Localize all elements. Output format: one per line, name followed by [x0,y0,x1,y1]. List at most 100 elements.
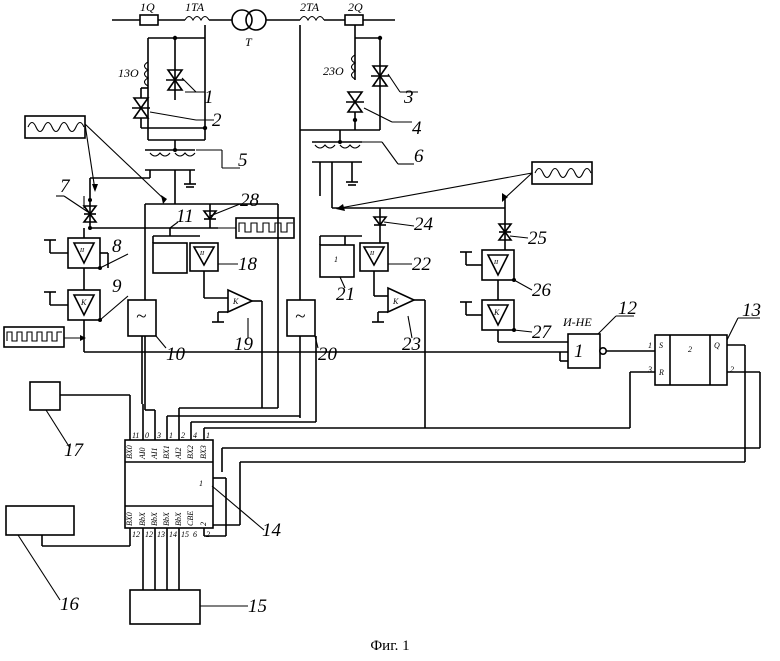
svg-text:BbX: BbX [150,511,159,526]
ref-28: 28 [240,190,260,211]
waveform-pulse-upper-icon [218,217,295,239]
block-17 [29,381,61,411]
power-line: 1Q 1TA T 2TA 2Q [112,0,395,49]
isolation-transformer-5 [90,140,222,204]
breaker-2q [344,14,364,26]
right-ct-secondary: 23O [299,25,401,131]
svg-text:CBE: CBE [186,511,195,526]
ref-22: 22 [412,254,432,275]
label-2ta: 2TA [300,0,320,14]
ref-2: 2 [212,110,222,131]
svg-text:13: 13 [157,530,165,539]
label-1q: 1Q [140,0,155,14]
ref-27: 27 [532,322,553,343]
transformer-winding-1 [231,9,253,31]
label-13o: 13O [118,66,139,80]
diode-24-icon [372,216,388,227]
transformer-winding-2 [245,9,267,31]
svg-text:2: 2 [688,345,692,354]
svg-text:ɪɪ: ɪɪ [79,245,85,254]
svg-text:BX1: BX1 [162,445,171,459]
amplifier-9: K [44,289,568,353]
ref-6: 6 [414,146,424,167]
ref-8: 8 [112,236,122,257]
svg-text:BbX: BbX [138,511,147,526]
schmitt-trigger-8: ɪɪ [44,228,109,290]
ref-5: 5 [238,150,248,171]
ref-12: 12 [618,298,638,319]
controller-bottom-pins: BX0 BbX BbX BbX BbX CBE 2 12 12 13 14 15… [125,511,210,539]
svg-text:12: 12 [132,530,140,539]
waveform-pulse-left-icon [3,326,86,348]
rs-trigger-13: S R Q 2 1 3 2 [212,334,761,526]
thyristor-1-icon [166,69,184,82]
ref-4: 4 [412,118,422,139]
center-block-left: ~ ɪɪ K [127,203,279,410]
svg-text:K: K [392,297,399,306]
amplifier-23 [387,286,416,314]
ref-1: 1 [204,87,214,108]
svg-text:AI1: AI1 [150,447,159,460]
svg-text:BX3: BX3 [199,445,208,459]
left-ct-secondary: 13O [118,25,208,141]
reference-numbers: 1 2 3 4 5 6 7 8 9 10 11 12 13 14 15 16 1… [60,87,761,617]
isolation-transformer-6 [312,130,382,204]
amplifier-19 [227,288,254,314]
svg-text:ɪɪ: ɪɪ [493,257,499,266]
ref-17: 17 [64,440,85,461]
svg-text:2: 2 [181,431,185,440]
svg-text:2: 2 [199,522,208,526]
sensor-23o-coil [350,54,357,80]
ref-7: 7 [60,176,71,197]
svg-text:12: 12 [145,530,153,539]
center-block-right: ~ 1 ɪɪ K [286,130,505,428]
label-1ta: 1TA [185,0,205,14]
svg-text:AI0: AI0 [138,447,147,460]
svg-text:S: S [659,341,663,350]
ref-24: 24 [414,214,434,235]
svg-text:BX2: BX2 [186,445,195,459]
sensor-13o-coil [143,61,150,87]
thyristor-2-icon [132,97,150,110]
ref-19: 19 [234,334,254,355]
ref-13: 13 [742,300,761,321]
svg-text:4: 4 [193,431,197,440]
diode-25-icon [497,223,513,234]
svg-text:ɪɪ: ɪɪ [369,248,375,257]
diode-7-icon [63,178,218,230]
breaker-1q [139,14,159,26]
svg-text:AI2: AI2 [174,447,183,460]
leader-lines [17,91,760,607]
ref-10: 10 [166,344,186,365]
svg-text:6: 6 [193,530,197,539]
ref-20: 20 [318,344,338,365]
svg-text:3: 3 [156,431,161,440]
block-15 [129,589,201,625]
controller-top-pins: BX0 AI0 AI1 BX1 AI2 BX2 BX3 11 0 3 1 2 4… [125,431,210,460]
svg-text:2: 2 [730,365,734,374]
svg-text:ɪɪ: ɪɪ [199,248,205,257]
ref-16: 16 [60,594,80,615]
ref-3: 3 [403,87,414,108]
ref-26: 26 [532,280,552,301]
svg-text:1: 1 [206,431,210,440]
svg-text:K: K [80,298,87,307]
svg-text:0: 0 [145,431,149,440]
counter-11 [152,242,188,274]
svg-text:~: ~ [295,306,305,327]
svg-text:1: 1 [334,255,338,264]
svg-text:1: 1 [199,479,203,488]
svg-text:1: 1 [648,341,652,350]
figure-caption: Фиг. 1 [370,638,410,654]
ref-9: 9 [112,276,122,297]
svg-text:BbX: BbX [174,511,183,526]
ref-25: 25 [528,228,547,249]
svg-text:BX0: BX0 [125,445,134,459]
svg-text:2: 2 [206,530,210,539]
ref-21: 21 [336,284,355,305]
controller-14: 1 BX0 AI0 AI1 BX1 AI2 BX2 BX3 11 0 3 1 2… [41,336,425,590]
converter-10 [127,299,157,337]
label-2q: 2Q [348,0,363,14]
ref-11: 11 [176,206,194,227]
